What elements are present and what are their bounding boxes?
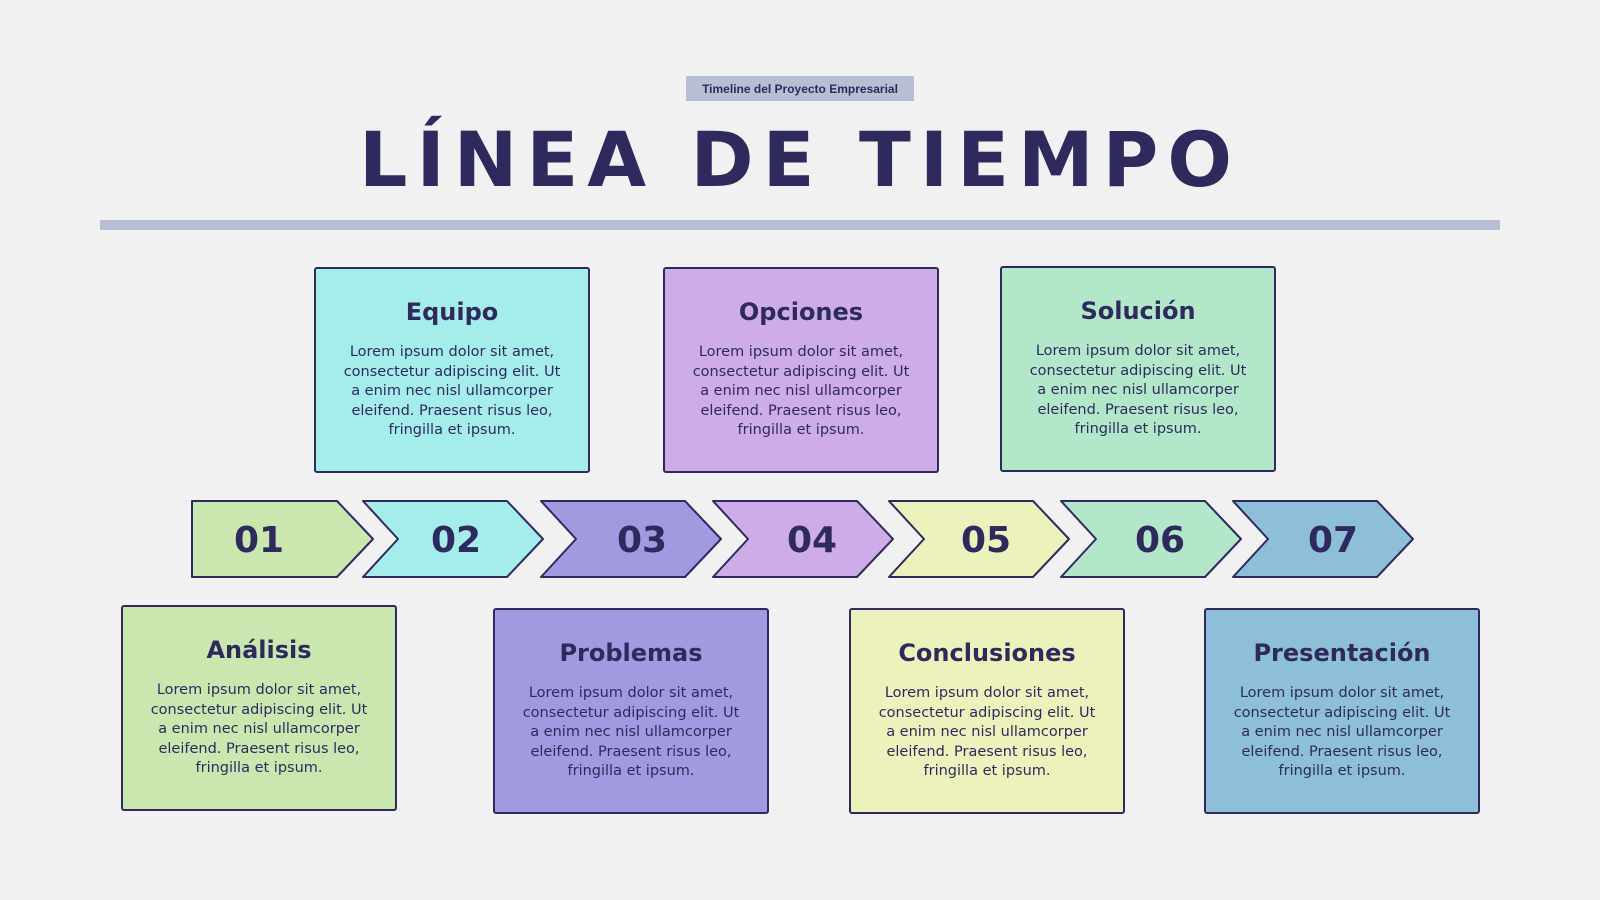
card-analisis: Análisis Lorem ipsum dolor sit amet, con… bbox=[121, 605, 397, 811]
card-title: Solución bbox=[1080, 297, 1196, 325]
step-number: 03 bbox=[617, 520, 667, 561]
step-number: 02 bbox=[431, 520, 481, 561]
page-title: LÍNEA DE TIEMPO bbox=[359, 115, 1241, 204]
arrow-step-02: 02 bbox=[362, 500, 544, 578]
card-text: Lorem ipsum dolor sit amet, consectetur … bbox=[343, 344, 561, 438]
subtitle-badge: Timeline del Proyecto Empresarial bbox=[686, 76, 914, 101]
arrow-shape bbox=[1060, 500, 1242, 578]
card-title: Conclusiones bbox=[898, 639, 1076, 667]
card-title: Opciones bbox=[738, 298, 864, 326]
card-text: Lorem ipsum dolor sit amet, consectetur … bbox=[1029, 343, 1247, 437]
arrow-step-03: 03 bbox=[540, 500, 722, 578]
card-text: Lorem ipsum dolor sit amet, consectetur … bbox=[878, 685, 1096, 779]
arrow-step-05: 05 bbox=[888, 500, 1070, 578]
card-title: Análisis bbox=[206, 636, 312, 664]
step-number: 04 bbox=[787, 520, 837, 561]
step-number: 06 bbox=[1135, 520, 1185, 561]
card-text: Lorem ipsum dolor sit amet, consectetur … bbox=[522, 685, 740, 779]
card-title: Equipo bbox=[405, 298, 499, 326]
card-opciones: Opciones Lorem ipsum dolor sit amet, con… bbox=[663, 267, 939, 473]
arrow-step-01: 01 bbox=[191, 500, 374, 578]
card-solucion: Solución Lorem ipsum dolor sit amet, con… bbox=[1000, 266, 1276, 472]
card-problemas: Problemas Lorem ipsum dolor sit amet, co… bbox=[493, 608, 769, 814]
step-number: 05 bbox=[961, 520, 1011, 561]
card-text: Lorem ipsum dolor sit amet, consectetur … bbox=[150, 682, 368, 776]
step-number: 07 bbox=[1308, 520, 1358, 561]
arrow-step-06: 06 bbox=[1060, 500, 1242, 578]
arrow-step-04: 04 bbox=[712, 500, 894, 578]
arrow-shape bbox=[712, 500, 894, 578]
card-text: Lorem ipsum dolor sit amet, consectetur … bbox=[692, 344, 910, 438]
card-conclusiones: Conclusiones Lorem ipsum dolor sit amet,… bbox=[849, 608, 1125, 814]
arrow-shape bbox=[888, 500, 1070, 578]
arrow-shape bbox=[1232, 500, 1414, 578]
arrow-shape bbox=[540, 500, 722, 578]
arrow-shape bbox=[191, 500, 374, 578]
card-text: Lorem ipsum dolor sit amet, consectetur … bbox=[1233, 685, 1451, 779]
arrow-step-07: 07 bbox=[1232, 500, 1414, 578]
title-divider bbox=[100, 220, 1500, 230]
card-title: Presentación bbox=[1253, 639, 1431, 667]
card-presentacion: Presentación Lorem ipsum dolor sit amet,… bbox=[1204, 608, 1480, 814]
card-title: Problemas bbox=[559, 639, 703, 667]
card-equipo: Equipo Lorem ipsum dolor sit amet, conse… bbox=[314, 267, 590, 473]
arrow-shape bbox=[362, 500, 544, 578]
step-number: 01 bbox=[234, 520, 284, 561]
